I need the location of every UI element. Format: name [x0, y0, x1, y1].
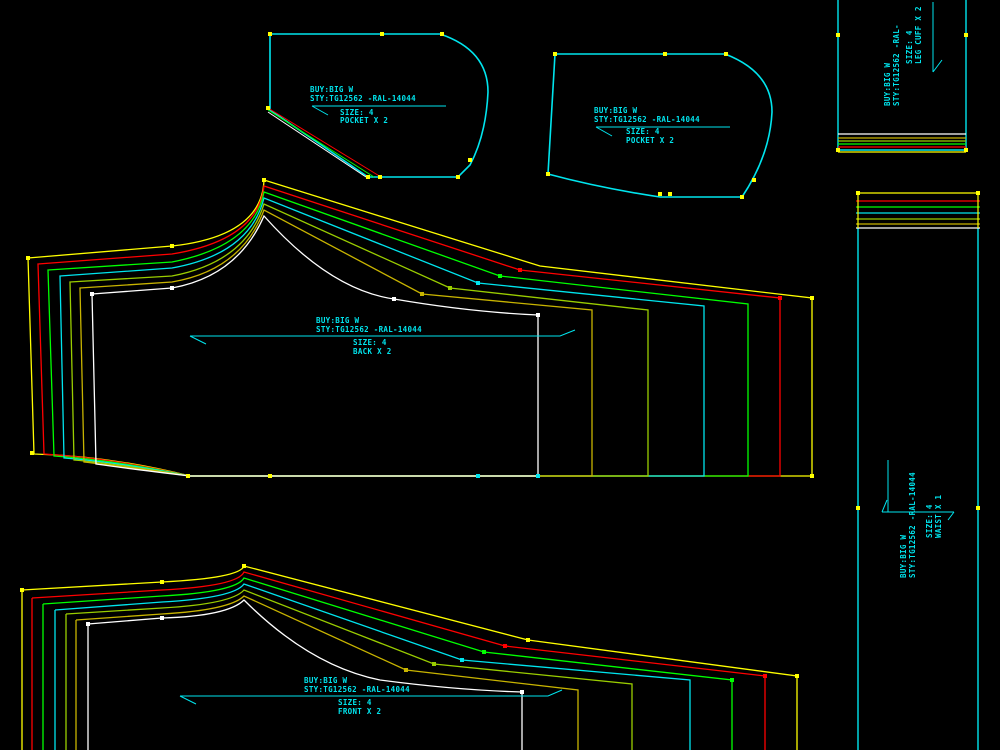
- back-outline-size-gold: [79, 209, 593, 477]
- front-outline-size-red: [31, 571, 766, 750]
- pocket-left-grade-line-white: [267, 111, 367, 178]
- back-grade-point-markers: [26, 178, 814, 478]
- leg-cuff-grade-point-markers: [836, 33, 968, 152]
- pocket-left-piece[interactable]: BUY:BIG W STY:TG12562 -RAL-14044 SIZE: 4…: [266, 32, 489, 179]
- back-outline-size-cyan: [59, 197, 705, 477]
- pocket-left-piece-label: POCKET X 2: [340, 116, 388, 125]
- pocket-left-grade-line-red: [267, 107, 382, 178]
- front-piece-label: FRONT X 2: [338, 707, 381, 716]
- waist-outline: [857, 228, 979, 750]
- waist-style-label: STY:TG12562 -RAL-14044: [908, 472, 917, 578]
- waist-buyer-label: BUY:BIG W: [899, 534, 908, 578]
- front-outline-size-green: [42, 577, 733, 750]
- back-outline-size-red: [37, 185, 781, 477]
- front-grade-point-markers: [20, 564, 799, 694]
- pocket-right-buyer-label: BUY:BIG W: [594, 106, 638, 115]
- waist-labels: BUY:BIG W STY:TG12562 -RAL-14044 SIZE: 4…: [899, 472, 943, 578]
- pocket-right-piece[interactable]: BUY:BIG W STY:TG12562 -RAL-14044 SIZE: 4…: [546, 52, 773, 199]
- front-grainline: [179, 689, 563, 705]
- waist-size-label: SIZE: 4: [925, 504, 934, 538]
- front-graded-outlines: [21, 565, 798, 750]
- pocket-left-buyer-label: BUY:BIG W: [310, 85, 354, 94]
- back-outline-size-green: [47, 191, 749, 477]
- pocket-right-piece-label: POCKET X 2: [626, 136, 674, 145]
- waist-grainline: [881, 460, 955, 521]
- front-buyer-label: BUY:BIG W: [304, 676, 348, 685]
- pocket-left-size-label: SIZE: 4: [340, 108, 374, 117]
- pocket-left-grade-point-markers: [266, 32, 472, 179]
- pocket-right-outline: [547, 53, 773, 198]
- front-style-label: STY:TG12562 -RAL-14044: [304, 685, 410, 694]
- pocket-left-grade-line-green: [267, 109, 375, 178]
- front-size-label: SIZE: 4: [338, 698, 372, 707]
- front-outline-size-cyan: [54, 583, 691, 750]
- back-style-label: STY:TG12562 -RAL-14044: [316, 325, 422, 334]
- pocket-left-grainline: [311, 105, 446, 116]
- front-outline-size-yellow: [21, 565, 798, 750]
- pocket-right-size-label: SIZE: 4: [626, 127, 660, 136]
- back-grainline: [189, 329, 576, 345]
- front-outline-size-lime: [65, 589, 633, 750]
- pocket-right-grade-point-markers: [546, 52, 756, 199]
- waist-grade-lines: [856, 192, 980, 229]
- leg-cuff-style-label: STY:TG12562 -RAL-: [892, 24, 901, 106]
- front-piece[interactable]: BUY:BIG W STY:TG12562 -RAL-14044 SIZE: 4…: [20, 564, 799, 750]
- waist-grade-point-markers: [856, 191, 980, 510]
- leg-cuff-outline: [837, 0, 967, 151]
- leg-cuff-piece[interactable]: BUY:BIG W STY:TG12562 -RAL- SIZE: 4 LEG …: [836, 0, 968, 153]
- leg-cuff-labels: BUY:BIG W STY:TG12562 -RAL- SIZE: 4 LEG …: [883, 6, 923, 106]
- pocket-left-style-label: STY:TG12562 -RAL-14044: [310, 94, 416, 103]
- front-outline-size-white: [87, 599, 523, 750]
- waist-piece[interactable]: BUY:BIG W STY:TG12562 -RAL-14044 SIZE: 4…: [856, 191, 980, 750]
- back-outline-size-lime: [69, 203, 649, 477]
- back-piece[interactable]: BUY:BIG W STY:TG12562 -RAL-14044 SIZE: 4…: [26, 178, 814, 478]
- leg-cuff-size-label: SIZE: 4: [905, 30, 914, 64]
- pocket-right-grainline: [595, 126, 730, 137]
- front-outline-size-gold: [75, 595, 579, 750]
- leg-cuff-buyer-label: BUY:BIG W: [883, 62, 892, 106]
- leg-cuff-piece-label: LEG CUFF X 2: [914, 6, 923, 64]
- back-piece-label: BACK X 2: [353, 347, 392, 356]
- leg-cuff-grade-lines: [838, 133, 966, 153]
- back-buyer-label: BUY:BIG W: [316, 316, 360, 325]
- waist-piece-label: WAIST X 1: [934, 494, 943, 538]
- pocket-left-outline: [269, 33, 489, 178]
- pocket-right-style-label: STY:TG12562 -RAL-14044: [594, 115, 700, 124]
- leg-cuff-grainline: [932, 2, 943, 73]
- back-size-label: SIZE: 4: [353, 338, 387, 347]
